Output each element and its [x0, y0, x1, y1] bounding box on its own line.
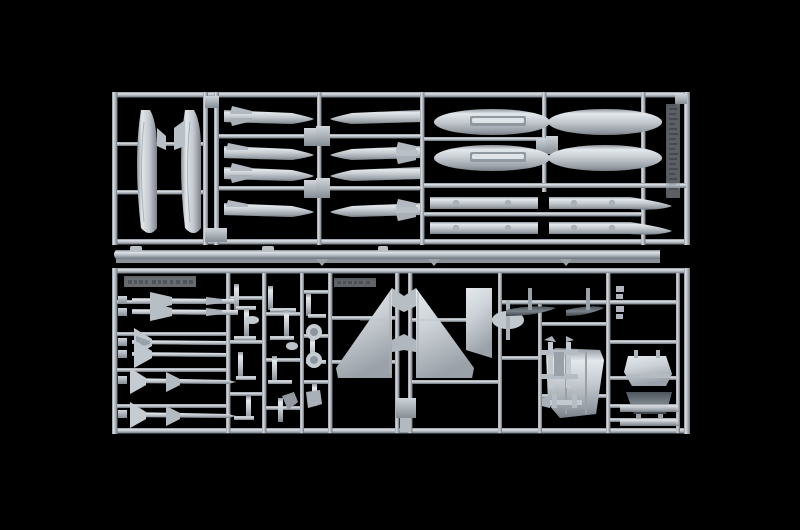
runner-cross — [230, 340, 262, 344]
part-launch-rail — [549, 197, 672, 210]
runner-divider-9 — [606, 273, 611, 433]
part-pod-lower — [548, 145, 662, 171]
gate-tab — [546, 136, 558, 154]
sprue-connector — [114, 246, 660, 266]
part-gear-blade — [506, 288, 556, 316]
runner-left — [112, 92, 118, 245]
gate-tab — [262, 246, 274, 252]
gate-tab — [118, 296, 127, 418]
part-small-missile — [130, 368, 236, 394]
runner-divider-10 — [676, 273, 680, 433]
runner-right — [684, 268, 690, 434]
part-pod-upper — [548, 109, 662, 135]
runner-cross — [266, 358, 300, 362]
part-drop-tank-half-left — [137, 110, 166, 233]
runner-divider-5 — [395, 273, 400, 433]
runner-cross-5 — [424, 183, 686, 188]
part-drop-tank-half-right — [174, 110, 201, 233]
part-detail-small — [245, 316, 322, 410]
runner-cross — [230, 392, 262, 396]
runner-cross — [304, 290, 328, 294]
runner-cross — [266, 312, 300, 316]
runner-divider-2 — [262, 273, 267, 433]
gate-tab — [378, 246, 388, 252]
runner-divider-4 — [328, 273, 333, 433]
part-small-missile — [132, 303, 238, 321]
embossed-manufacturer-text-lower — [124, 276, 196, 287]
gate-tab — [396, 398, 416, 418]
gate-tab — [400, 418, 410, 432]
runner-cross — [412, 318, 498, 322]
part-launch-rail — [430, 222, 538, 234]
runner-top — [112, 92, 690, 98]
part-launch-rail — [430, 197, 538, 209]
part-ejection-seat — [624, 350, 672, 386]
runner-cross-6 — [424, 212, 642, 217]
part-vertical-stabiliser — [466, 288, 492, 358]
gate-tab — [205, 96, 219, 108]
gate-tab — [316, 126, 330, 146]
runner-divider-7 — [498, 273, 502, 433]
runner-left — [112, 268, 118, 434]
runner-cross — [117, 332, 226, 336]
part-missile-half — [224, 143, 314, 160]
runner-cross — [610, 300, 676, 305]
runner-divider-1 — [226, 273, 231, 433]
gate-tab — [130, 246, 142, 252]
gate-tab — [205, 228, 227, 242]
part-main-gear-leg — [540, 336, 578, 388]
runner-right — [684, 92, 690, 245]
runner-top — [112, 268, 690, 274]
part-finned-bomb-upper — [434, 109, 550, 135]
runner-divider-6 — [408, 273, 413, 433]
part-nose-gear-leg — [542, 394, 582, 408]
part-small-missile — [130, 402, 236, 428]
runner-cross — [117, 368, 226, 372]
runner-divider-3 — [317, 92, 322, 245]
runner-cross-1 — [117, 190, 203, 195]
sprue-upper — [112, 92, 690, 245]
runner-divider-3 — [300, 273, 304, 433]
gate-tab — [675, 94, 687, 104]
runner-cross — [502, 356, 538, 360]
part-main-wing-right — [404, 288, 474, 378]
embossed-part-number-lower — [334, 278, 376, 287]
part-gear-blade — [566, 288, 604, 316]
runner-cross — [502, 300, 606, 305]
runner-divider-4 — [420, 92, 425, 245]
part-main-wing-left — [336, 288, 404, 378]
part-missile-half — [224, 163, 314, 183]
part-small-missile — [132, 340, 226, 368]
part-detail-strip — [616, 286, 624, 319]
runner-divider-2 — [214, 92, 219, 245]
part-missile-half — [330, 167, 420, 181]
runner-cross — [230, 296, 262, 300]
runner-cross — [610, 340, 676, 344]
part-missile-half — [330, 110, 420, 124]
part-launch-rail — [549, 222, 672, 235]
runner-bottom — [112, 239, 690, 245]
gate-tab — [316, 178, 330, 198]
part-missile-half — [224, 106, 314, 126]
part-finned-bomb-lower — [434, 145, 550, 171]
runner-divider-8 — [538, 300, 542, 433]
embossed-manufacturer-text-upper — [666, 104, 680, 198]
runner-cross-7 — [424, 137, 542, 141]
runner-cross — [332, 316, 395, 320]
runner-cross — [304, 380, 328, 384]
runner-divider-6 — [641, 92, 646, 245]
part-missile-half — [330, 142, 420, 164]
part-detail-cluster — [234, 284, 326, 422]
runner-cross — [412, 380, 498, 384]
runner-cross — [117, 404, 226, 408]
part-missile-half — [224, 200, 314, 217]
runner-divider-1 — [203, 92, 208, 245]
sprue-lower — [112, 268, 690, 434]
part-console — [620, 404, 680, 426]
runner-cross — [542, 322, 606, 326]
part-missile-half — [330, 199, 420, 221]
